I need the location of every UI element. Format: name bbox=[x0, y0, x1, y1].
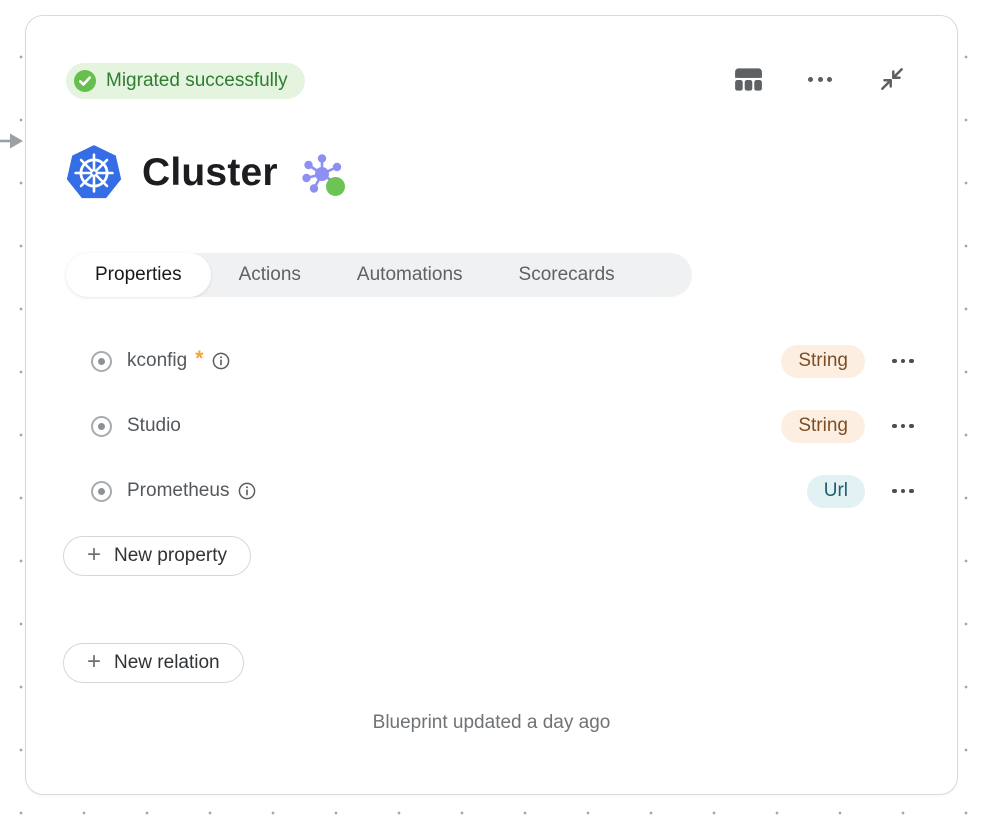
property-icon bbox=[91, 350, 112, 372]
status-badge: Migrated successfully bbox=[66, 63, 305, 99]
collapse-button[interactable] bbox=[877, 64, 907, 94]
type-badge: String bbox=[781, 344, 865, 378]
graph-node-icon bbox=[302, 154, 345, 196]
more-icon bbox=[892, 423, 914, 429]
plus-icon: + bbox=[87, 540, 102, 568]
property-list: kconfig * String Studio String bbox=[66, 343, 917, 538]
table-columns-icon bbox=[734, 67, 762, 91]
blueprint-updated-note: Blueprint updated a day ago bbox=[372, 712, 611, 733]
tab-properties[interactable]: Properties bbox=[66, 253, 211, 297]
type-badge: Url bbox=[806, 474, 865, 508]
new-property-button[interactable]: + New property bbox=[63, 536, 252, 576]
page-title: Cluster bbox=[142, 151, 278, 194]
type-badge: String bbox=[781, 409, 865, 443]
info-icon[interactable] bbox=[238, 482, 256, 500]
new-relation-button[interactable]: + New relation bbox=[63, 643, 244, 683]
property-icon bbox=[91, 480, 112, 502]
tab-automations[interactable]: Automations bbox=[356, 264, 463, 285]
info-icon[interactable] bbox=[212, 352, 230, 370]
property-name: kconfig bbox=[127, 350, 188, 371]
new-relation-label: New relation bbox=[114, 652, 220, 673]
title-row: Cluster bbox=[66, 144, 348, 202]
check-circle-icon bbox=[74, 70, 96, 92]
row-menu-button[interactable] bbox=[889, 358, 917, 364]
more-icon bbox=[808, 76, 832, 82]
more-icon bbox=[892, 358, 914, 364]
collapse-icon bbox=[881, 68, 903, 90]
tab-actions[interactable]: Actions bbox=[238, 264, 301, 285]
edge-arrow-icon bbox=[0, 133, 23, 149]
card-toolbar bbox=[733, 64, 907, 94]
more-button[interactable] bbox=[805, 64, 835, 94]
plus-icon: + bbox=[87, 647, 102, 675]
property-name: Prometheus bbox=[127, 480, 230, 501]
status-badge-label: Migrated successfully bbox=[106, 70, 288, 91]
property-icon bbox=[91, 415, 112, 437]
kubernetes-icon bbox=[66, 145, 122, 199]
table-columns-button[interactable] bbox=[733, 64, 763, 94]
required-marker: * bbox=[195, 347, 204, 370]
property-row: Prometheus Url bbox=[66, 473, 917, 509]
row-menu-button[interactable] bbox=[889, 423, 917, 429]
tab-bar: Properties Actions Automations Scorecard… bbox=[66, 253, 692, 297]
property-row: Studio String bbox=[66, 408, 917, 444]
new-property-label: New property bbox=[114, 545, 228, 566]
property-row: kconfig * String bbox=[66, 343, 917, 379]
blueprint-card: Migrated successfully bbox=[25, 15, 958, 795]
more-icon bbox=[892, 488, 914, 494]
property-name: Studio bbox=[127, 415, 181, 436]
row-menu-button[interactable] bbox=[889, 488, 917, 494]
tab-scorecards[interactable]: Scorecards bbox=[518, 264, 615, 285]
